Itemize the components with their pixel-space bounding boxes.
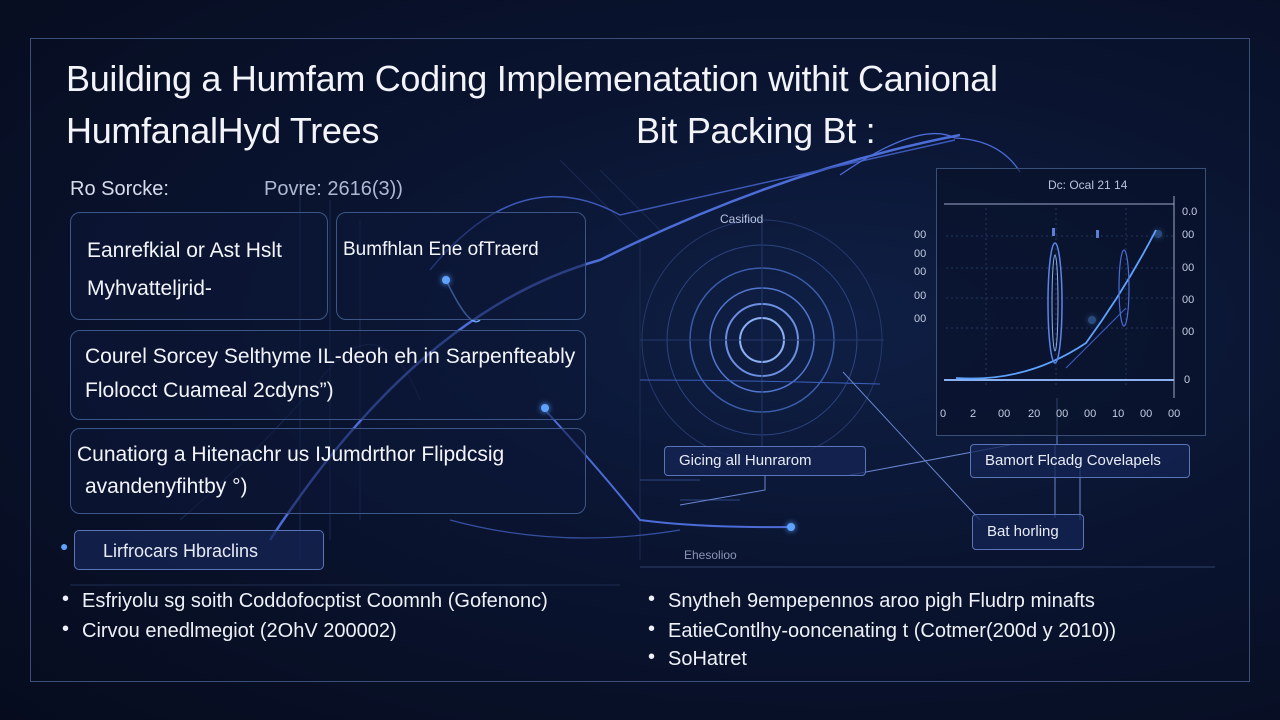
info-card-1: Eanrefkial or Ast Hslt Myhvatteljrid- bbox=[70, 212, 328, 320]
humfam-button-label: Lirfrocars Hbraclins bbox=[103, 541, 259, 561]
box-humfarom-label: Gicing all Hunrarom bbox=[679, 452, 812, 469]
section-label-secondary: Povre: 2616(3)) bbox=[264, 178, 403, 200]
x-tick: 10 bbox=[1112, 408, 1125, 420]
bottom-right-item-3: SoHatret bbox=[668, 648, 747, 670]
bullet-icon: • bbox=[648, 618, 656, 640]
bottom-left-item-2: Cirvou enedlmegiot (2OhV 200002) bbox=[82, 620, 397, 642]
small-label: Ehesolioo bbox=[684, 548, 737, 562]
card4-line2: avandenyfihtby °) bbox=[85, 475, 248, 498]
bullet-icon: • bbox=[648, 588, 656, 610]
x-tick: 00 bbox=[1140, 408, 1153, 420]
chart-caption: Dc: Ocal 21 14 bbox=[1048, 178, 1128, 192]
node-dot bbox=[787, 523, 795, 531]
card3-line1: Courel Sorcey Selthyme IL-deoh eh in Sar… bbox=[85, 345, 576, 368]
node-dot bbox=[541, 404, 549, 412]
bottom-left-item-1: Esfriyolu sg soith Coddofocptist Coomnh … bbox=[82, 590, 548, 612]
y-tick: 00 bbox=[1182, 326, 1195, 338]
y-tick: 0 bbox=[1184, 374, 1191, 386]
title-line-2a: HumfanalHyd Trees bbox=[66, 110, 380, 151]
y-tick-left: 00 bbox=[914, 248, 927, 260]
card2-line1: Bumfhlan Ene ofTraerd bbox=[343, 239, 539, 260]
slide-frame bbox=[30, 38, 1250, 682]
y-tick-left: 00 bbox=[914, 290, 927, 302]
x-tick: 00 bbox=[1168, 408, 1181, 420]
box-bit-label: Bat horling bbox=[987, 523, 1059, 540]
x-tick: 2 bbox=[970, 408, 977, 420]
box-bamort[interactable]: Bamort Flcadg Covelapels bbox=[970, 444, 1190, 478]
x-tick: 00 bbox=[998, 408, 1011, 420]
y-tick: 00 bbox=[1182, 262, 1195, 274]
humfam-button[interactable]: Lirfrocars Hbraclins bbox=[74, 530, 324, 570]
x-tick: 0 bbox=[940, 408, 947, 420]
card1-line2: Myhvatteljrid- bbox=[87, 277, 212, 300]
title-line-1: Building a Humfam Coding Implemenatation… bbox=[66, 58, 998, 99]
box-bamort-label: Bamort Flcadg Covelapels bbox=[985, 452, 1161, 469]
x-tick: 00 bbox=[1056, 408, 1069, 420]
info-card-4: Cunatiorg a Hitenachr us IJumdrthor Flip… bbox=[70, 428, 586, 514]
box-humfarom[interactable]: Gicing all Hunrarom bbox=[664, 446, 866, 476]
y-tick: 0.0 bbox=[1182, 206, 1198, 218]
info-card-3: Courel Sorcey Selthyme IL-deoh eh in Sar… bbox=[70, 330, 586, 420]
inner-chart bbox=[936, 168, 1206, 436]
y-tick: 00 bbox=[1182, 229, 1195, 241]
y-tick-left: 00 bbox=[914, 313, 927, 325]
radar-rings bbox=[640, 219, 884, 461]
circle-label: Casifiod bbox=[720, 212, 764, 226]
bottom-right-item-1: Snytheh 9empepennos aroo pigh Fludrp min… bbox=[668, 590, 1095, 612]
node-dot bbox=[442, 276, 450, 284]
y-tick: 00 bbox=[1182, 294, 1195, 306]
x-tick: 20 bbox=[1028, 408, 1041, 420]
y-tick-left: 00 bbox=[914, 229, 927, 241]
card3-line2: Flolocct Cuameal 2cdyns”) bbox=[85, 379, 334, 402]
bottom-right-item-2: EatieContlhy-ooncenating t (Cotmer(200d … bbox=[668, 620, 1117, 642]
title-line-2b: Bit Packing Bt : bbox=[636, 110, 876, 151]
bullet-icon: • bbox=[62, 588, 70, 610]
bullet-icon: • bbox=[62, 618, 70, 640]
card4-line1: Cunatiorg a Hitenachr us IJumdrthor Flip… bbox=[77, 443, 505, 466]
info-card-2: Bumfhlan Ene ofTraerd bbox=[336, 212, 586, 320]
section-label: Ro Sorcke: bbox=[70, 178, 169, 200]
card1-line1: Eanrefkial or Ast Hslt bbox=[87, 239, 282, 262]
x-tick: 00 bbox=[1084, 408, 1097, 420]
y-tick-left: 00 bbox=[914, 266, 927, 278]
box-bit[interactable]: Bat horling bbox=[972, 514, 1084, 550]
bullet-icon: • bbox=[648, 646, 656, 668]
button-dot-icon: ● bbox=[60, 538, 69, 554]
